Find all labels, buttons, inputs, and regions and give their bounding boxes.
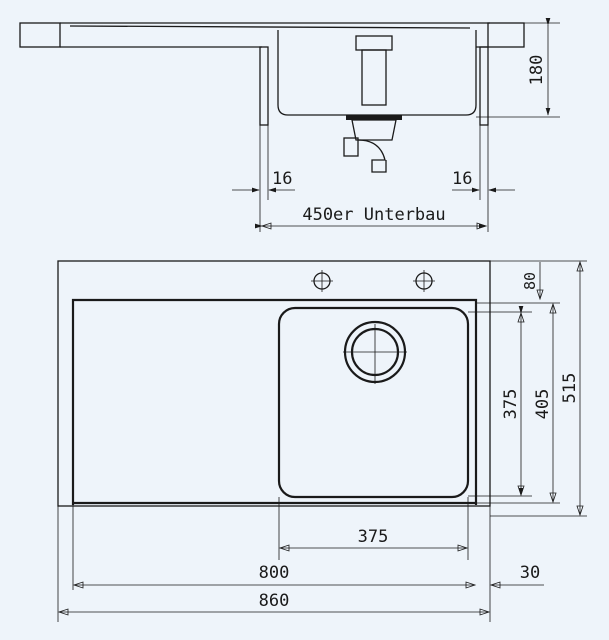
drain-fitting — [343, 35, 402, 173]
basin-outline — [277, 306, 470, 499]
bowl-depth-label: 375 — [501, 389, 521, 420]
wall-left-label: 16 — [272, 169, 292, 189]
cabinet-wall-left — [259, 46, 269, 126]
inner-width-label: 800 — [259, 563, 290, 583]
bowl-width-label: 375 — [358, 527, 389, 547]
drainboard-outline — [71, 298, 478, 505]
wall-right-label: 16 — [452, 169, 472, 189]
basin-profile — [277, 30, 477, 116]
rim-label: 30 — [520, 563, 540, 583]
total-width-label: 860 — [259, 591, 290, 611]
side-view: 180 16 16 450er Unterbau — [19, 17, 560, 232]
countertop-left-section — [19, 22, 61, 48]
drainboard-profile — [60, 22, 490, 48]
inner-depth-label: 405 — [533, 389, 553, 420]
drain-hole — [343, 320, 407, 384]
sink-outline — [57, 260, 491, 507]
cabinet-wall-right — [479, 46, 489, 126]
depth-label: 180 — [527, 55, 547, 86]
tap-hole-left — [311, 270, 333, 292]
countertop-right-section — [487, 22, 525, 48]
tap-hole-offset-label: 80 — [521, 272, 539, 290]
tap-hole-right — [413, 270, 435, 292]
cabinet-label: 450er Unterbau — [302, 205, 445, 225]
total-depth-label: 515 — [560, 373, 580, 404]
top-view: 80 375 405 515 375 800 860 30 — [57, 260, 587, 622]
